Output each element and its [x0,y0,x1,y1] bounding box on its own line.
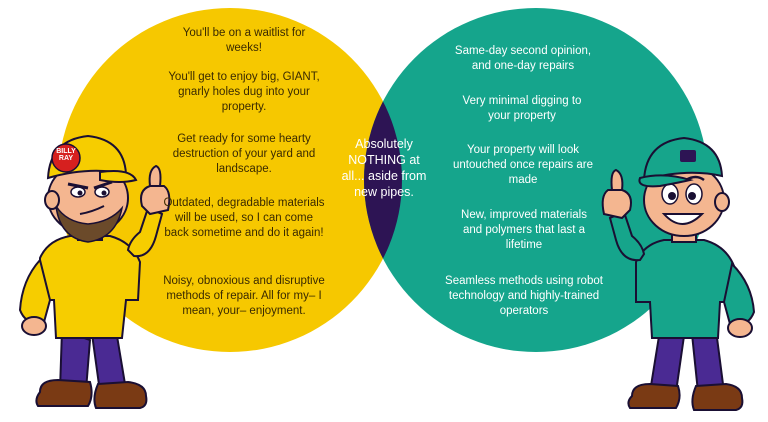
left-item-1: You'll be on a waitlist for weeks! [182,27,306,54]
left-character: BILLY RAY [18,134,171,409]
left-item-5: Noisy, obnoxious and disruptive methods … [163,275,325,317]
left-item-4: Outdated, degradable materials will be u… [163,197,325,239]
right-item-3: Your property will look untouched once r… [452,144,593,186]
right-character [601,136,756,411]
right-item-5: Seamless methods using robot technology … [445,275,603,317]
left-item-3: Get ready for some hearty destruction of… [172,133,316,175]
right-item-2: Very minimal digging to your property [462,95,582,122]
right-circle [364,8,708,352]
overlap-text: Absolutely NOTHING at all... aside from … [341,137,427,199]
left-circle [58,8,402,352]
right-item-1: Same-day second opinion, and one-day rep… [454,45,592,72]
right-item-4: New, improved materials and polymers tha… [461,209,587,251]
hat-logo-text: BILLY RAY [56,148,76,162]
left-item-2: You'll get to enjoy big, GIANT, gnarly h… [168,71,320,113]
